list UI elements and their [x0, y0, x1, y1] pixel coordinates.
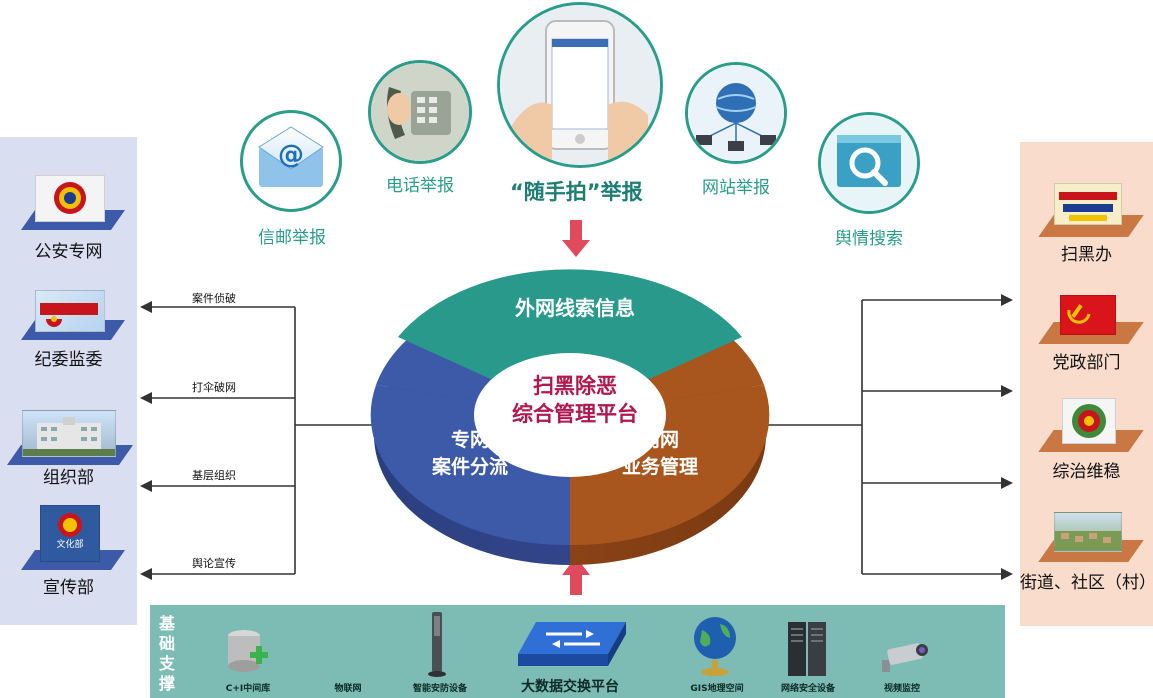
- website-report-icon[interactable]: [685, 62, 787, 164]
- building-photo-icon: [22, 410, 116, 457]
- phone-report-icon[interactable]: [368, 60, 472, 164]
- photo-report-icon[interactable]: [497, 2, 663, 168]
- infra-smart-security: 智能安防设备: [412, 684, 467, 694]
- infra-gis: GIS地理空间: [690, 684, 744, 694]
- segment-private-network-line1: 专网: [450, 429, 489, 451]
- core-title-line2[interactable]: 综合管理平台: [512, 402, 638, 426]
- segment-intranet-line2: 业务管理: [621, 456, 698, 478]
- arrow-label-case: 案件侦破: [192, 292, 236, 305]
- platform-wheel: [370, 269, 770, 565]
- globe-icon: [694, 617, 736, 676]
- arrow-label-grassroots: 基层组织: [192, 469, 236, 482]
- wheel-top-face: [370, 269, 770, 546]
- wheel-segment-top: [398, 269, 742, 415]
- arrow-label-publicity: 舆论宣传: [192, 557, 236, 570]
- infra-big-data-exchange: 大数据交换平台: [521, 679, 619, 695]
- infrastructure-title: 基础支撑: [158, 614, 175, 693]
- ministry-emblem-icon: 文化部: [40, 505, 100, 562]
- photo-report-label: “随手拍”举报: [510, 180, 643, 204]
- phone-report-label: 电话举报: [386, 176, 454, 196]
- security-device-icon: [428, 612, 446, 677]
- stability-emblem-icon: [1062, 398, 1116, 444]
- svg-text:@: @: [278, 140, 304, 170]
- dept-stability[interactable]: 综治维稳: [1052, 462, 1121, 482]
- dept-police[interactable]: 公安专网: [34, 242, 103, 262]
- server-icon: [788, 622, 826, 676]
- wheel-core: [474, 353, 666, 477]
- opinion-search-icon[interactable]: [818, 112, 920, 214]
- segment-external-clues: 外网线索信息: [515, 296, 635, 320]
- dept-anti-crime-office[interactable]: 扫黑办: [1061, 245, 1112, 265]
- dept-publicity[interactable]: 宣传部: [43, 578, 94, 598]
- dept-community[interactable]: 街道、社区（村）: [1020, 573, 1153, 593]
- arrow-label-umbrella: 打伞破网: [192, 381, 236, 394]
- mail-report-label: 信邮举报: [258, 228, 326, 248]
- dept-party-government[interactable]: 党政部门: [1052, 353, 1121, 373]
- dept-discipline[interactable]: 纪委监委: [34, 350, 103, 370]
- website-report-label: 网站举报: [702, 178, 770, 198]
- opinion-search-label: 舆情搜索: [835, 229, 903, 249]
- infra-video-surveillance: 视频监控: [883, 684, 920, 694]
- party-flag-icon: [1060, 295, 1116, 335]
- core-title-line1[interactable]: 扫黑除恶: [533, 374, 617, 398]
- segment-intranet-line1: 内网: [640, 429, 679, 451]
- segment-private-network-line2: 案件分流: [431, 456, 508, 478]
- police-emblem-icon: [35, 175, 105, 222]
- switch-icon: [518, 622, 626, 666]
- mail-report-icon[interactable]: @: [240, 110, 342, 212]
- camera-icon: [882, 643, 928, 672]
- infra-iot: 物联网: [334, 684, 362, 694]
- infra-network-security: 网络安全设备: [780, 684, 835, 694]
- database-icon: [228, 630, 268, 672]
- svg-text:文化部: 文化部: [56, 538, 83, 550]
- hotline-banner-icon: [1054, 183, 1122, 225]
- dept-organization[interactable]: 组织部: [43, 468, 94, 488]
- village-photo-icon: [1054, 512, 1122, 552]
- discipline-banner-icon: [35, 290, 105, 332]
- infra-middleware: C+I中间库: [225, 684, 271, 694]
